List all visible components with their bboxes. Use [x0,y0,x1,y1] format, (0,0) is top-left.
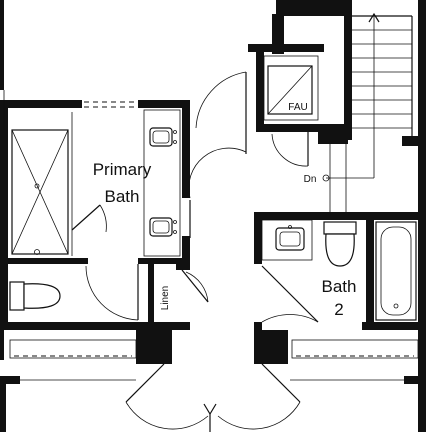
primary-bath-door [188,71,247,238]
room-label-bath2-line2: 2 [334,300,343,319]
room-label-bath2-line1: Bath [322,277,357,296]
linen-label: Linen [160,286,171,310]
entry-double-doors [125,363,301,432]
sink-lower [149,217,173,237]
fau-closet [263,55,319,167]
bath2-fixtures [261,219,417,323]
toilet-bath2 [323,221,357,267]
primary-bath-fixtures [9,109,181,321]
sink-bath2 [275,227,305,251]
toilet-primary [9,281,61,311]
fau-label: FAU [288,102,307,113]
linen-closet [181,269,209,303]
bathtub [375,221,417,321]
sink-upper [149,127,173,147]
openings [3,90,419,381]
stair-down-label: Dn [304,174,317,185]
room-label-primary-line1: Primary [93,160,152,179]
stairs [322,12,413,212]
room-label-primary-line2: Bath [105,187,140,206]
